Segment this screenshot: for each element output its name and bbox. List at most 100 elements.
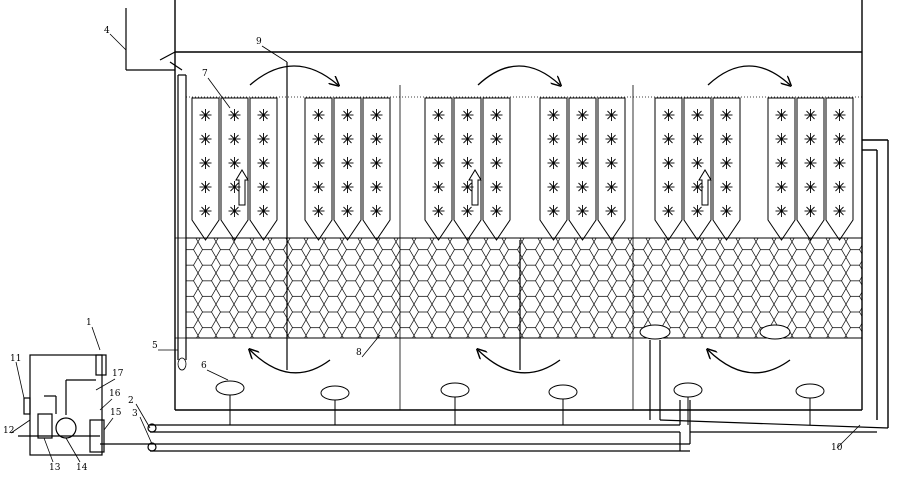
asterisk-mark xyxy=(691,109,704,121)
asterisk-mark xyxy=(720,109,733,121)
plate-module xyxy=(191,97,278,241)
asterisk-mark xyxy=(804,205,817,217)
asterisk-mark xyxy=(312,205,325,217)
asterisk-mark xyxy=(691,157,704,169)
asterisk-mark xyxy=(257,181,270,193)
asterisk-mark xyxy=(804,181,817,193)
label-l3: 3 xyxy=(132,409,138,419)
asterisk-mark xyxy=(775,181,788,193)
asterisk-mark xyxy=(341,205,354,217)
label-l1: 1 xyxy=(86,318,92,328)
plate xyxy=(825,97,854,241)
top-flow-arrow xyxy=(707,65,790,85)
leader-line xyxy=(15,361,25,399)
plate xyxy=(333,97,362,241)
asterisk-mark xyxy=(341,133,354,145)
diffuser xyxy=(639,324,671,340)
asterisk-mark xyxy=(370,109,383,121)
asterisk-mark xyxy=(370,205,383,217)
plate xyxy=(453,97,482,241)
plate xyxy=(191,97,220,241)
inlet-pipe xyxy=(169,61,187,371)
diffuser xyxy=(320,385,350,425)
leader-line xyxy=(261,45,288,63)
asterisk-mark xyxy=(547,157,560,169)
packing-media-layer xyxy=(185,237,863,339)
leader-line xyxy=(65,437,81,463)
plate-module xyxy=(539,97,626,241)
asterisk-mark xyxy=(662,157,675,169)
up-arrow xyxy=(235,169,249,206)
plate xyxy=(539,97,568,241)
inlet-hopper xyxy=(125,8,176,71)
label-l10: 10 xyxy=(831,443,843,453)
leader-line xyxy=(207,77,231,109)
label-l12: 12 xyxy=(3,426,14,436)
asterisk-mark xyxy=(833,181,846,193)
asterisk-mark xyxy=(605,133,618,145)
plate xyxy=(712,97,741,241)
asterisk-mark xyxy=(312,157,325,169)
asterisk-mark xyxy=(490,109,503,121)
aeration-diffusers xyxy=(215,324,825,425)
label-l4: 4 xyxy=(104,26,110,36)
asterisk-mark xyxy=(432,181,445,193)
leader-line xyxy=(109,33,127,51)
plate-module xyxy=(304,97,391,241)
plate-module xyxy=(424,97,511,241)
asterisk-mark xyxy=(691,181,704,193)
asterisk-mark xyxy=(341,181,354,193)
plate xyxy=(597,97,626,241)
asterisk-mark xyxy=(833,157,846,169)
label-l17: 17 xyxy=(112,369,124,379)
asterisk-mark xyxy=(576,109,589,121)
asterisk-mark xyxy=(720,205,733,217)
leader-line xyxy=(10,419,31,434)
plate-modules xyxy=(191,97,854,241)
asterisk-mark xyxy=(775,109,788,121)
asterisk-mark xyxy=(547,181,560,193)
asterisk-mark xyxy=(662,205,675,217)
asterisk-mark xyxy=(461,109,474,121)
diffuser xyxy=(440,382,470,425)
asterisk-mark xyxy=(228,133,241,145)
asterisk-mark xyxy=(576,133,589,145)
asterisk-mark xyxy=(199,133,212,145)
plate xyxy=(424,97,453,241)
plate xyxy=(249,97,278,241)
asterisk-mark xyxy=(605,181,618,193)
bottom-flow-arrow xyxy=(250,350,331,374)
circulation-arrows xyxy=(250,65,790,374)
diffuser xyxy=(795,383,825,425)
asterisk-mark xyxy=(605,205,618,217)
asterisk-mark xyxy=(775,205,788,217)
asterisk-mark xyxy=(199,157,212,169)
label-l15: 15 xyxy=(110,408,122,418)
asterisk-mark xyxy=(576,181,589,193)
plate xyxy=(654,97,683,241)
asterisk-mark xyxy=(370,157,383,169)
plate xyxy=(220,97,249,241)
label-l11: 11 xyxy=(10,354,21,364)
asterisk-mark xyxy=(228,205,241,217)
label-l8: 8 xyxy=(356,348,362,358)
leader-line xyxy=(836,424,861,449)
asterisk-mark xyxy=(833,205,846,217)
up-arrow xyxy=(468,169,482,206)
leader-line xyxy=(43,437,54,463)
asterisk-mark xyxy=(775,157,788,169)
plate xyxy=(482,97,511,241)
asterisk-mark xyxy=(490,181,503,193)
leader-line xyxy=(91,326,101,351)
bottom-flow-arrow xyxy=(478,350,561,374)
asterisk-mark xyxy=(341,157,354,169)
asterisk-mark xyxy=(833,133,846,145)
asterisk-mark xyxy=(547,205,560,217)
plate-module xyxy=(654,97,741,241)
leader-line xyxy=(135,403,151,429)
plate xyxy=(767,97,796,241)
asterisk-mark xyxy=(490,157,503,169)
asterisk-mark xyxy=(720,181,733,193)
leader-line xyxy=(361,334,381,358)
